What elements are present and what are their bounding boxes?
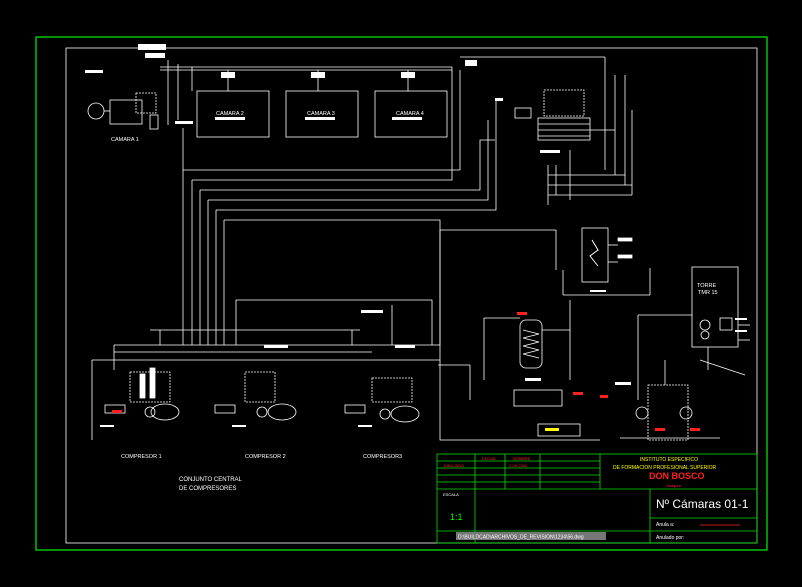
compressor-1-label: COMPRESOR 1 <box>121 454 162 460</box>
school-subtitle: Zaragoza <box>666 484 681 488</box>
condenser-unit <box>514 75 633 205</box>
cooling-tower <box>637 266 750 400</box>
instrument-accents <box>112 312 700 431</box>
top-valves <box>85 44 503 124</box>
camara-4-label: CAMARA 4 <box>396 111 424 117</box>
camara-2-label: CAMARA 2 <box>216 111 244 117</box>
file-path: D:\BUILDCAD\ARCHIVOS_DE_REVISION\1234\56… <box>458 535 584 541</box>
anula-a: Anula a: <box>656 522 674 528</box>
school-name: DON BOSCO <box>649 471 705 481</box>
camara-1 <box>87 92 159 130</box>
camara-4 <box>374 90 448 138</box>
col-nombre: NOMBRE <box>513 456 531 461</box>
title-block <box>436 453 758 544</box>
escala-value: 1:1 <box>450 512 463 522</box>
tower-label-1: TORRE <box>697 283 716 289</box>
escala-label: ESCALA <box>443 492 459 497</box>
camara-3-label: CAMARA 3 <box>307 111 335 117</box>
compressor-3-label: COMPRESOR3 <box>363 454 402 460</box>
camara-1-label: CAMARA 1 <box>111 137 139 143</box>
tower-label-2: TMR 15 <box>698 290 718 296</box>
return-lines <box>182 100 600 441</box>
group-label-2: DE COMPRESORES <box>179 486 236 492</box>
component-tags <box>100 290 747 427</box>
compressor-2 <box>214 371 297 421</box>
group-label-1: CONJUNTO CENTRAL <box>179 477 243 483</box>
camara-3 <box>285 90 359 138</box>
institute-line-2: DE FORMACION PROFESIONAL SUPERIOR <box>613 465 717 471</box>
path-bar <box>456 532 606 540</box>
pump-group <box>620 360 720 441</box>
col-fecha: FECHA <box>482 456 496 461</box>
institute-line-1: INSTITUTO ESPECIFICO <box>640 457 698 463</box>
camara-2 <box>196 90 270 138</box>
drawing-title: Nº Cámaras 01-1 <box>656 497 749 511</box>
compressor-2-label: COMPRESOR 2 <box>245 454 286 460</box>
water-condenser <box>562 227 651 296</box>
inner-frame <box>65 47 758 544</box>
compressor-3 <box>344 377 420 423</box>
anulado-por: Anulado por: <box>656 535 684 541</box>
dibujado-date: 1-09-2000 <box>509 463 528 468</box>
top-distribution-pipes <box>160 56 606 170</box>
drawing-border <box>35 36 768 551</box>
receiver-tank <box>483 300 581 437</box>
row-dibujado: DIBUJADO <box>444 463 464 468</box>
